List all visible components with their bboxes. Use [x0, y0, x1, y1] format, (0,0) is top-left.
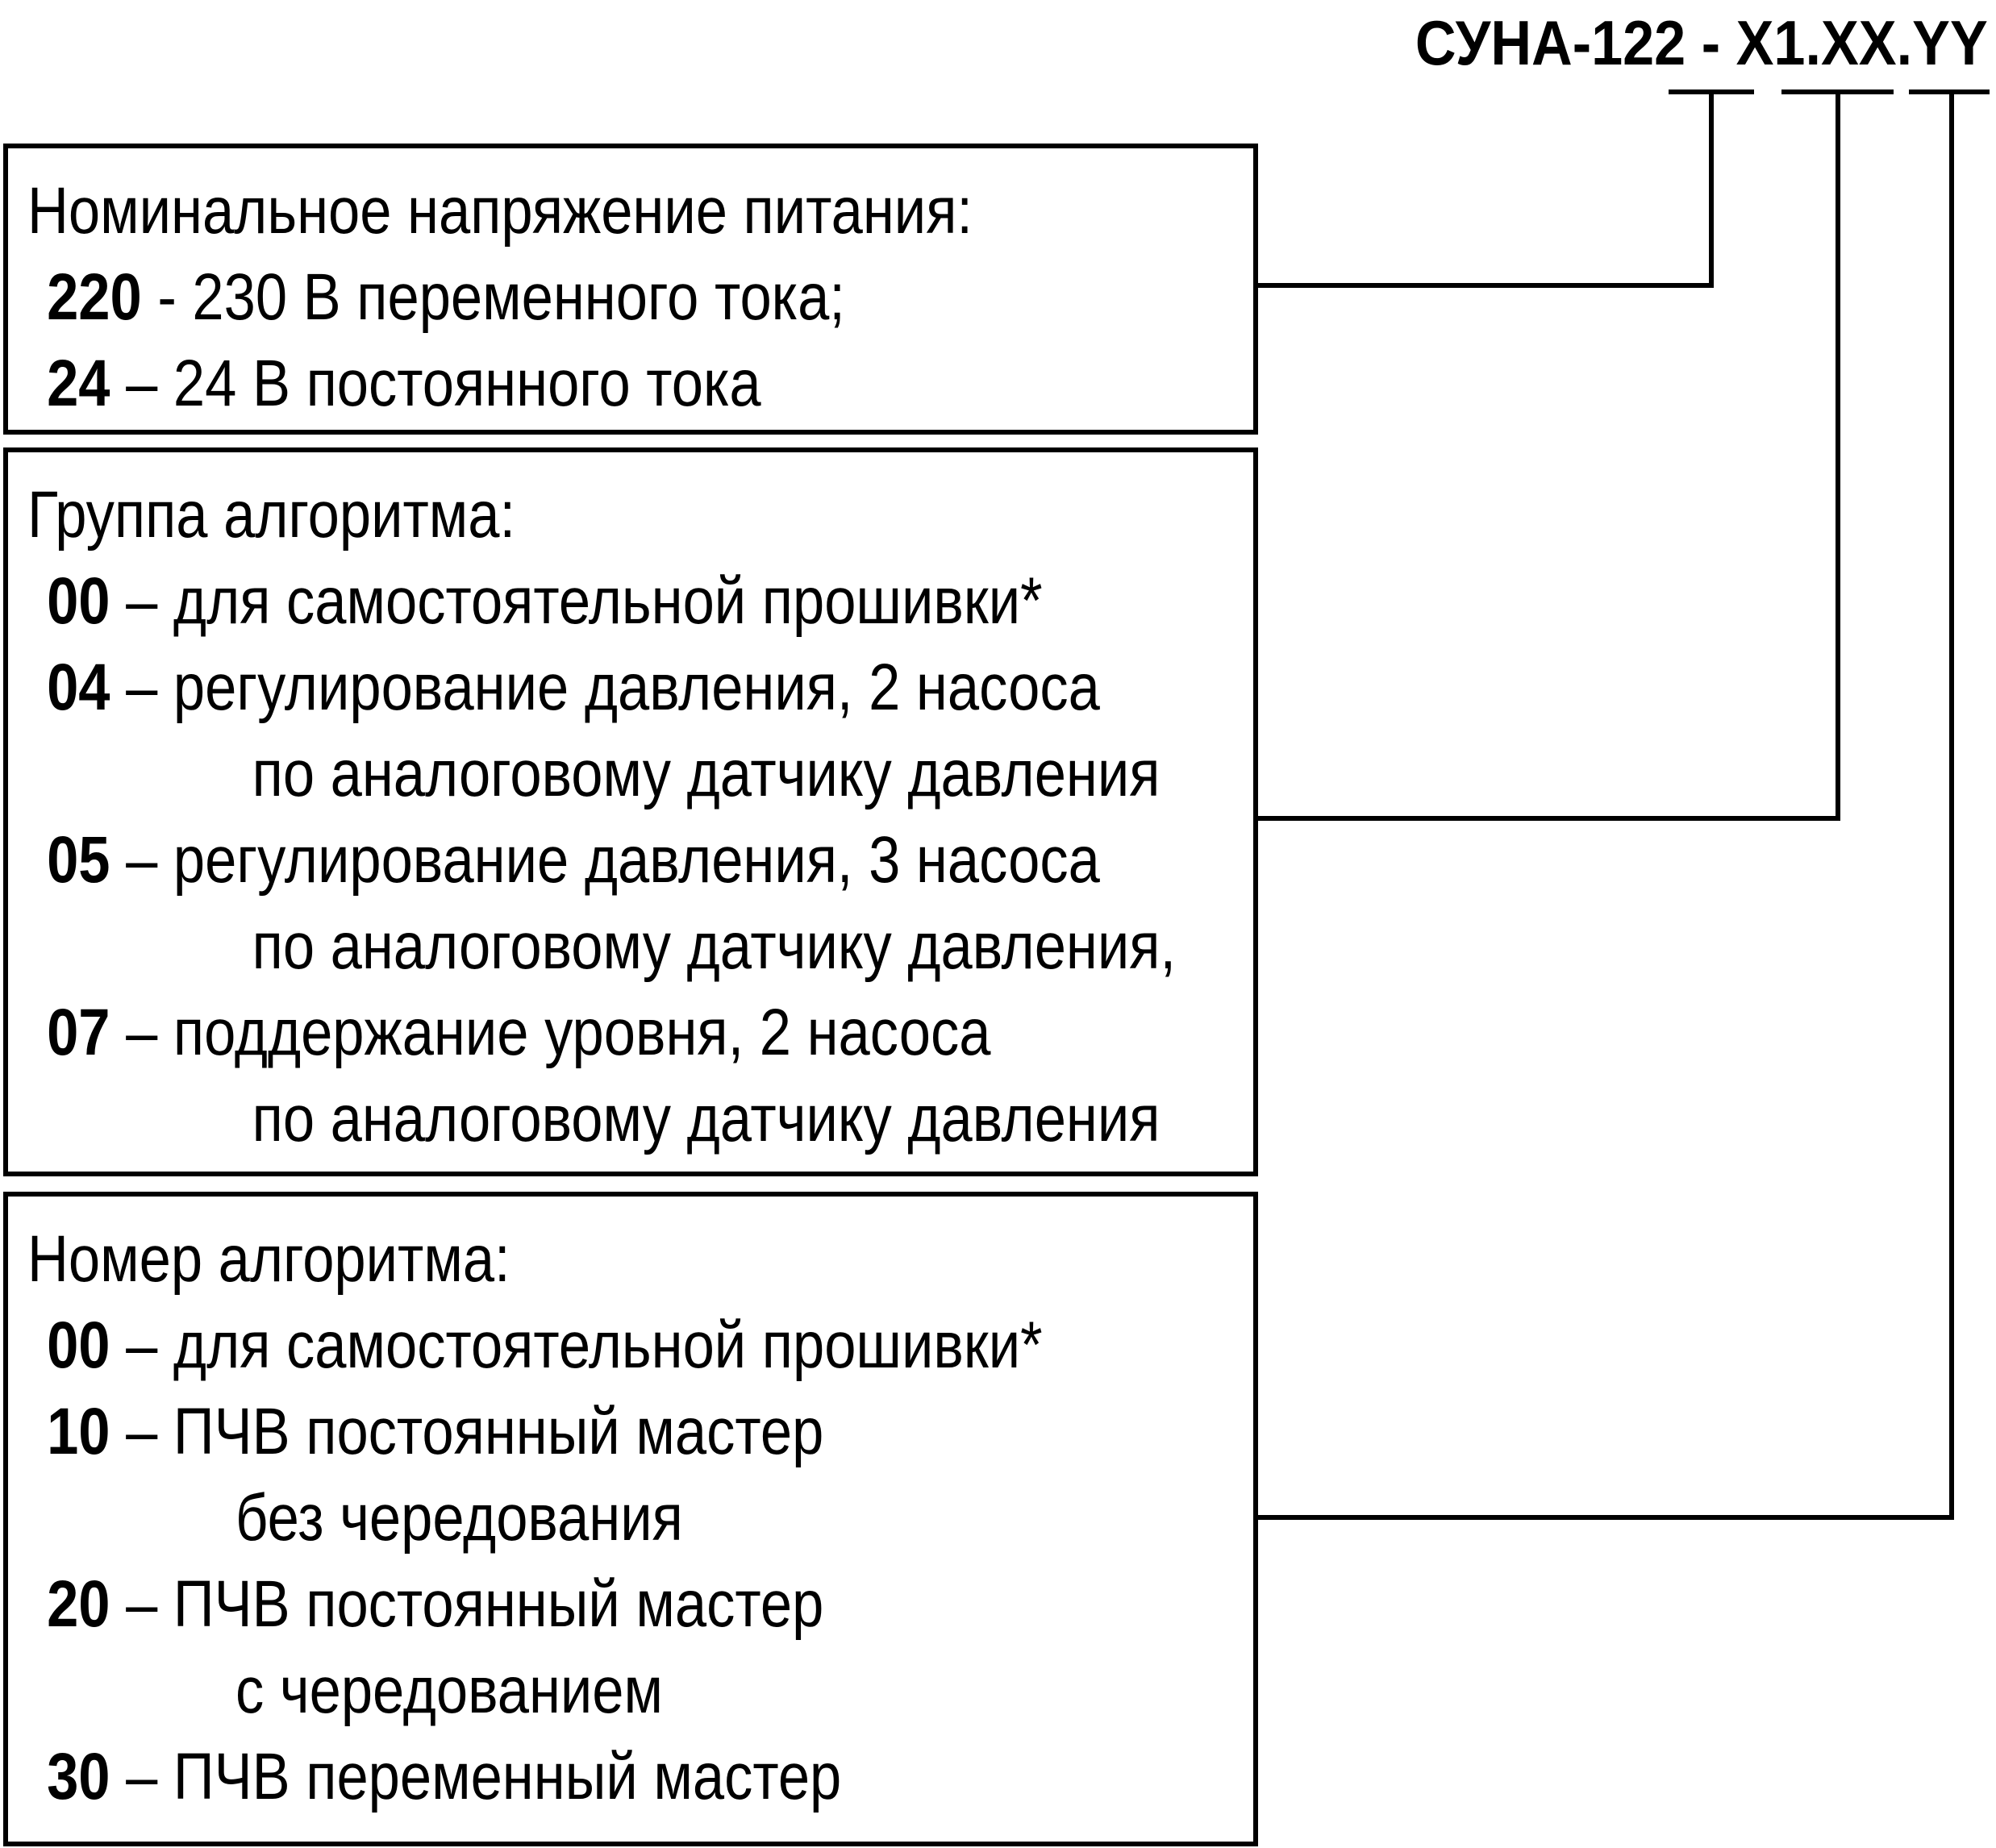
algorithm-group-box: Группа алгоритма: 00 – для самостоятельн…: [3, 447, 1258, 1176]
model-code-segment-power: X1: [1736, 7, 1806, 78]
option-separator: –: [110, 1740, 173, 1813]
model-code-dot: .: [1805, 7, 1822, 78]
option-text-continuation: по аналоговому датчику давления: [252, 737, 1161, 810]
option-text: ПЧВ постоянный мастер: [173, 1395, 824, 1468]
option-text: ПЧВ постоянный мастер: [173, 1567, 824, 1641]
model-code-dot: .: [1896, 7, 1913, 78]
algorithm-number-heading: Номер алгоритма:: [27, 1222, 510, 1296]
model-code-segment-group: XX: [1821, 7, 1897, 78]
list-item: 00 – для самостоятельной прошивки*: [27, 558, 1176, 644]
option-separator: –: [110, 1567, 173, 1641]
power-supply-box: Номинальное напряжение питания: 220 - 23…: [3, 144, 1258, 435]
model-code-segment-number: YY: [1912, 7, 1988, 78]
list-item: 05 – регулирование давления, 3 насоса: [27, 817, 1176, 903]
option-text-continuation: по аналоговому датчику давления,: [252, 909, 1177, 983]
option-code: 05: [47, 823, 110, 897]
list-item: 00 – для самостоятельной прошивки*: [27, 1302, 1043, 1388]
option-separator: –: [110, 1395, 173, 1468]
list-item: 04 – регулирование давления, 2 насоса: [27, 644, 1176, 730]
option-text: для самостоятельной прошивки*: [173, 1309, 1043, 1382]
model-code-prefix: СУНА-122 -: [1415, 7, 1736, 78]
option-text: регулирование давления, 3 насоса: [173, 823, 1100, 897]
option-separator: –: [110, 823, 173, 897]
option-text: 24 В постоянного тока: [173, 347, 761, 420]
connector-power: [1256, 92, 1714, 288]
option-code: 00: [47, 564, 110, 638]
option-text-continuation: с чередованием: [235, 1654, 664, 1727]
option-text: для самостоятельной прошивки*: [173, 564, 1043, 638]
option-separator: –: [110, 651, 173, 724]
option-code: 07: [47, 996, 110, 1069]
connector-number: [1256, 92, 1954, 1520]
option-code: 20: [47, 1567, 110, 1641]
option-separator: –: [110, 1309, 173, 1382]
algorithm-group-heading: Группа алгоритма:: [27, 478, 516, 551]
option-separator: -: [141, 260, 193, 334]
option-separator: –: [110, 996, 173, 1069]
option-code: 00: [47, 1309, 110, 1382]
list-item: 30 – ПЧВ переменный мастер: [27, 1734, 1043, 1820]
option-separator: –: [110, 564, 173, 638]
option-separator: –: [110, 347, 173, 420]
option-text: ПЧВ переменный мастер: [173, 1740, 842, 1813]
option-text-continuation: по аналоговому датчику давления: [252, 1082, 1161, 1155]
list-item: 20 – ПЧВ постоянный мастер: [27, 1561, 1043, 1647]
power-supply-heading: Номинальное напряжение питания:: [27, 174, 973, 248]
list-item: 24 – 24 В постоянного тока: [27, 340, 973, 427]
option-code: 30: [47, 1740, 110, 1813]
list-item: 220 - 230 В переменного тока;: [27, 254, 973, 340]
option-code: 04: [47, 651, 110, 724]
option-text: регулирование давления, 2 насоса: [173, 651, 1100, 724]
option-text: 230 В переменного тока;: [192, 260, 845, 334]
option-code: 10: [47, 1395, 110, 1468]
model-code: СУНА-122 - X1.XX.YY: [1415, 11, 1988, 74]
option-code: 220: [47, 260, 142, 334]
algorithm-number-box: Номер алгоритма: 00 – для самостоятельно…: [3, 1192, 1258, 1846]
option-code: 24: [47, 347, 110, 420]
option-text-continuation: без чередования: [235, 1481, 683, 1555]
option-text: поддержание уровня, 2 насоса: [173, 996, 991, 1069]
list-item: 07 – поддержание уровня, 2 насоса: [27, 989, 1176, 1076]
list-item: 10 – ПЧВ постоянный мастер: [27, 1388, 1043, 1475]
connector-group: [1256, 92, 1840, 821]
